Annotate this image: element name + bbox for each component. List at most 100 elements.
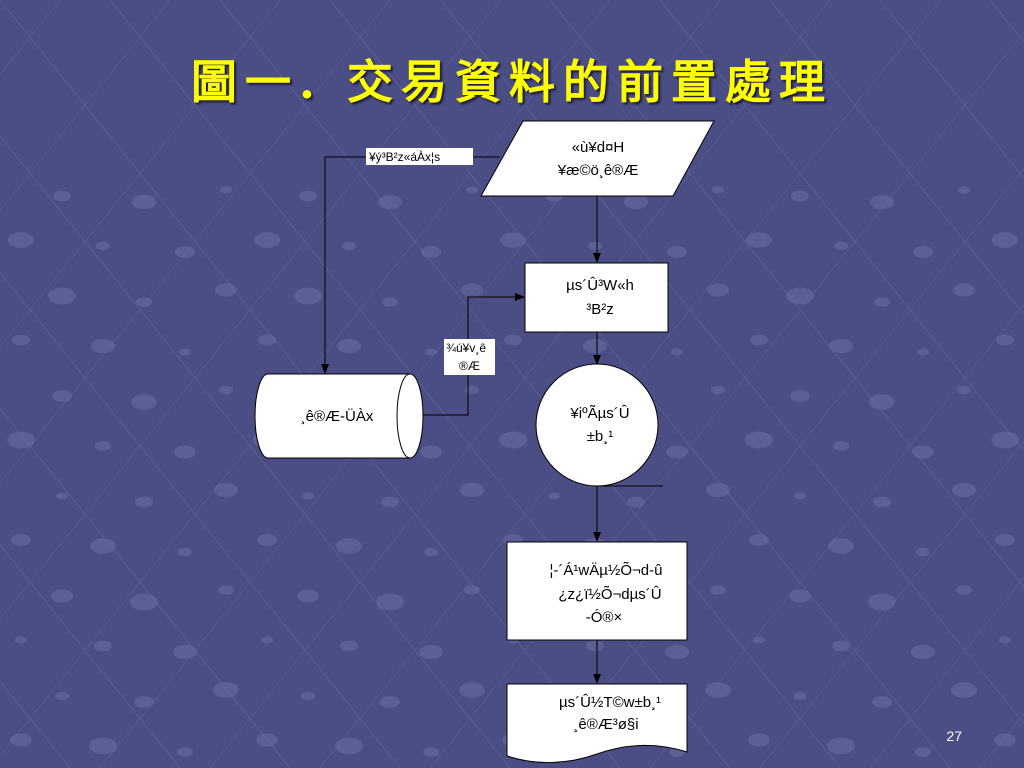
background-line xyxy=(219,0,841,768)
background-dot xyxy=(665,644,689,660)
background-line xyxy=(0,0,281,348)
background-dot xyxy=(868,593,896,611)
background-dot xyxy=(832,640,850,652)
background-dot xyxy=(994,733,1016,747)
background-dot xyxy=(8,232,34,248)
background-dot xyxy=(671,348,683,356)
label-middle: ¾ú¥v¸ê ®Æ xyxy=(444,339,495,375)
background-dot xyxy=(130,593,158,611)
background-dot xyxy=(174,445,196,459)
label-top-left-box xyxy=(366,148,473,165)
background-dot xyxy=(870,194,894,210)
database-label: ¸ê®Æ-ÜÀx xyxy=(301,407,374,425)
background-dot xyxy=(420,445,442,459)
background-dot xyxy=(917,348,929,356)
background-dot xyxy=(500,232,526,248)
background-dot xyxy=(52,390,72,402)
background-dot xyxy=(425,348,437,356)
background-dot xyxy=(466,186,478,194)
background-dot xyxy=(132,194,156,210)
background-dot xyxy=(829,338,853,354)
background-dot xyxy=(258,334,276,346)
background-dot xyxy=(179,348,191,356)
background-dot xyxy=(219,385,233,395)
background-dot xyxy=(712,186,724,194)
process1-box xyxy=(524,262,669,333)
background-dot xyxy=(7,431,35,449)
background-dot xyxy=(667,246,687,258)
background-dot xyxy=(423,747,439,757)
background-line xyxy=(0,0,171,212)
background-dot xyxy=(53,190,71,202)
background-dot xyxy=(624,194,648,210)
background-dot xyxy=(461,283,483,297)
background-dot xyxy=(91,338,115,354)
background-dot xyxy=(834,241,848,251)
output-document-shape xyxy=(506,683,688,763)
background-dot xyxy=(419,644,443,660)
process1-label-line2: ³B²z xyxy=(586,301,614,318)
background-dot xyxy=(376,593,404,611)
decision-circle xyxy=(535,363,659,487)
background-dot xyxy=(746,232,772,248)
background-dot xyxy=(869,394,895,410)
output-label-line2: ¸ê®Æ³ø§i xyxy=(573,716,638,733)
background-dot xyxy=(175,246,195,258)
output-label-line1: µs´Û½T©w±b¸¹ xyxy=(559,694,661,711)
slide-title: 圖一. 交易資料的前置處理 xyxy=(190,55,834,109)
background-dot xyxy=(992,232,1018,248)
background-dot xyxy=(499,431,527,449)
background-dot xyxy=(705,682,731,698)
background-dot xyxy=(294,287,322,305)
database-cylinder-end xyxy=(396,373,411,459)
background-dot xyxy=(548,492,560,500)
background-dot xyxy=(178,547,192,557)
background-dot xyxy=(421,246,441,258)
input-label-line1: «ù¥d¤H xyxy=(572,139,625,156)
process1-label-line1: µs´Û³W«h xyxy=(566,277,634,294)
background-dot xyxy=(381,496,399,508)
background-dot xyxy=(786,287,814,305)
label-middle-line1: ¾ú¥v¸ê xyxy=(446,341,486,355)
label-top-left: ¥ý³B²z«áÀx¦s xyxy=(366,148,473,165)
background-dot xyxy=(748,733,770,747)
background-dot xyxy=(302,492,314,500)
background-dot xyxy=(873,496,891,508)
background-dot xyxy=(912,445,934,459)
background-dot xyxy=(95,441,111,451)
background-dot xyxy=(382,297,398,307)
background-dot xyxy=(833,441,849,451)
background-line xyxy=(0,544,181,768)
label-middle-line2: ®Æ xyxy=(459,359,480,373)
background-dot xyxy=(96,241,110,251)
background-dot xyxy=(627,496,645,508)
process2-label-line1: ¦-´Á¹wÄµ½Õ¬d-û xyxy=(550,562,663,579)
background-dot xyxy=(706,482,730,498)
background-dot xyxy=(177,747,193,757)
background-dot xyxy=(916,547,930,557)
background-dot xyxy=(951,682,977,698)
background-dot xyxy=(749,534,769,546)
background-dot xyxy=(711,385,725,395)
decision-label-line2: ±b¸¹ xyxy=(587,428,614,445)
input-node: «ù¥d¤H ¥æ©ö¸ê®Æ xyxy=(480,120,715,197)
background-dot xyxy=(90,538,116,554)
background-dot xyxy=(999,636,1011,644)
background-dot xyxy=(991,431,1019,449)
background-dot xyxy=(874,297,890,307)
background-dot xyxy=(15,636,27,644)
background-dot xyxy=(10,733,32,747)
background-dot xyxy=(173,644,197,660)
background-dot xyxy=(911,644,935,660)
background-dot xyxy=(55,691,69,701)
background-dot xyxy=(666,445,688,459)
background-dot xyxy=(915,747,931,757)
background-line xyxy=(879,0,1024,180)
background-dot xyxy=(953,283,975,297)
background-dot xyxy=(301,691,315,701)
input-label-line2: ¥æ©ö¸ê®Æ xyxy=(557,162,638,179)
background-dot xyxy=(424,547,438,557)
background-dot xyxy=(957,385,971,395)
background-line xyxy=(0,0,391,484)
